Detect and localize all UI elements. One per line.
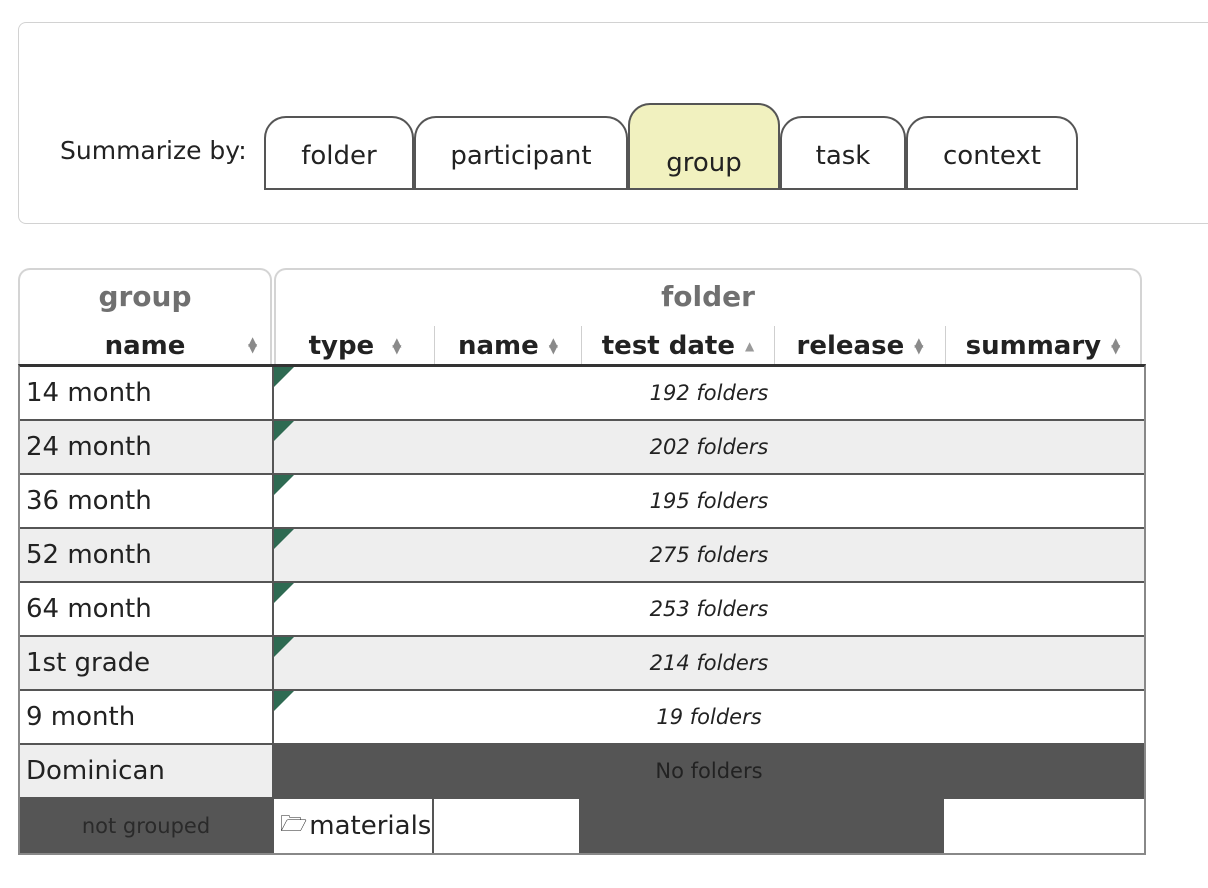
col-type-label: type bbox=[308, 331, 375, 361]
column-divider bbox=[774, 326, 775, 366]
sort-both-icon[interactable]: ▲▼ bbox=[248, 334, 258, 355]
col-group-name-label: name bbox=[104, 331, 186, 361]
expand-marker-icon[interactable] bbox=[274, 637, 294, 657]
column-divider bbox=[434, 326, 435, 366]
expand-marker-icon[interactable] bbox=[274, 529, 294, 549]
table-row[interactable]: 52 month 275 folders bbox=[20, 529, 1144, 583]
group-name-cell[interactable]: 24 month bbox=[20, 421, 274, 473]
sort-both-icon[interactable]: ▲▼ bbox=[1111, 335, 1121, 356]
expand-marker-icon[interactable] bbox=[274, 475, 294, 495]
col-test-date-label: test date bbox=[601, 331, 735, 361]
table-row[interactable]: 36 month 195 folders bbox=[20, 475, 1144, 529]
folder-open-icon: 🗁 bbox=[280, 812, 308, 837]
folder-count-cell[interactable]: 253 folders bbox=[274, 583, 1144, 635]
expand-marker-icon[interactable] bbox=[274, 691, 294, 711]
sort-both-icon[interactable]: ▲▼ bbox=[548, 335, 558, 356]
table-row[interactable]: 64 month 253 folders bbox=[20, 583, 1144, 637]
ungrouped-summary bbox=[944, 799, 1144, 853]
column-divider bbox=[581, 326, 582, 366]
col-summary-label: summary bbox=[965, 331, 1102, 361]
expand-marker-icon[interactable] bbox=[274, 583, 294, 603]
folder-count: 202 folders bbox=[649, 435, 769, 459]
folder-count-cell[interactable]: 275 folders bbox=[274, 529, 1144, 581]
group-header: group name ▲▼ bbox=[18, 268, 272, 364]
folder-count-cell[interactable]: 202 folders bbox=[274, 421, 1144, 473]
folder-header: folder type ▲▼ name ▲▼ test date ▲ relea… bbox=[274, 268, 1142, 366]
group-name-cell[interactable]: 36 month bbox=[20, 475, 274, 527]
tab-baseline bbox=[264, 188, 1078, 190]
no-folders-cell: No folders bbox=[274, 745, 1144, 797]
ungrouped-test-date bbox=[579, 799, 773, 853]
tab-context[interactable]: context bbox=[906, 116, 1078, 190]
materials-type-cell[interactable]: 🗁 materials bbox=[274, 799, 434, 853]
folder-count: 19 folders bbox=[656, 705, 762, 729]
table-row[interactable]: 24 month 202 folders bbox=[20, 421, 1144, 475]
folder-count: 192 folders bbox=[649, 381, 769, 405]
sort-up-icon[interactable]: ▲ bbox=[745, 338, 755, 353]
table-row[interactable]: Dominican No folders bbox=[20, 745, 1144, 799]
col-release[interactable]: release ▲▼ bbox=[775, 326, 945, 366]
expand-marker-icon[interactable] bbox=[274, 421, 294, 441]
column-divider bbox=[945, 326, 946, 366]
summarize-panel bbox=[18, 22, 1208, 224]
sort-both-icon[interactable]: ▲▼ bbox=[914, 335, 924, 356]
ungrouped-name-value bbox=[434, 799, 579, 853]
ungrouped-release bbox=[773, 799, 944, 853]
folder-count-cell[interactable]: 195 folders bbox=[274, 475, 1144, 527]
table-row[interactable]: 9 month 19 folders bbox=[20, 691, 1144, 745]
folder-count: 195 folders bbox=[649, 489, 769, 513]
col-name[interactable]: name ▲▼ bbox=[435, 326, 581, 366]
sort-both-icon[interactable]: ▲▼ bbox=[392, 335, 402, 356]
group-name-cell[interactable]: 64 month bbox=[20, 583, 274, 635]
materials-label: materials bbox=[309, 811, 432, 841]
group-header-title: group bbox=[98, 280, 192, 313]
group-name-cell[interactable]: 9 month bbox=[20, 691, 274, 743]
folder-count-cell[interactable]: 19 folders bbox=[274, 691, 1144, 743]
folder-count-cell[interactable]: 214 folders bbox=[274, 637, 1144, 689]
table-row[interactable]: 14 month 192 folders bbox=[20, 367, 1144, 421]
col-release-label: release bbox=[796, 331, 905, 361]
folder-count: 214 folders bbox=[649, 651, 769, 675]
tab-folder[interactable]: folder bbox=[264, 116, 414, 190]
tab-participant[interactable]: participant bbox=[414, 116, 628, 190]
col-test-date[interactable]: test date ▲ bbox=[582, 326, 774, 366]
folder-count: 275 folders bbox=[649, 543, 769, 567]
group-name-cell[interactable]: 52 month bbox=[20, 529, 274, 581]
ungrouped-name-cell: not grouped bbox=[20, 799, 274, 853]
tab-group[interactable]: group bbox=[628, 103, 780, 190]
group-name-cell[interactable]: Dominican bbox=[20, 745, 274, 797]
col-summary[interactable]: summary ▲▼ bbox=[946, 326, 1140, 366]
tab-task[interactable]: task bbox=[780, 116, 906, 190]
group-name-cell[interactable]: 1st grade bbox=[20, 637, 274, 689]
folder-count: 253 folders bbox=[649, 597, 769, 621]
folder-count-cell[interactable]: 192 folders bbox=[274, 367, 1144, 419]
col-group-name[interactable]: name ▲▼ bbox=[20, 326, 270, 366]
col-name-label: name bbox=[457, 331, 539, 361]
group-table: 14 month 192 folders 24 month 202 folder… bbox=[18, 364, 1146, 855]
folder-header-title: folder bbox=[661, 280, 755, 313]
summarize-label: Summarize by: bbox=[60, 136, 247, 165]
table-row-ungrouped[interactable]: not grouped 🗁 materials bbox=[20, 799, 1144, 853]
table-row[interactable]: 1st grade 214 folders bbox=[20, 637, 1144, 691]
col-type[interactable]: type ▲▼ bbox=[276, 326, 434, 366]
group-name-cell[interactable]: 14 month bbox=[20, 367, 274, 419]
expand-marker-icon[interactable] bbox=[274, 367, 294, 387]
